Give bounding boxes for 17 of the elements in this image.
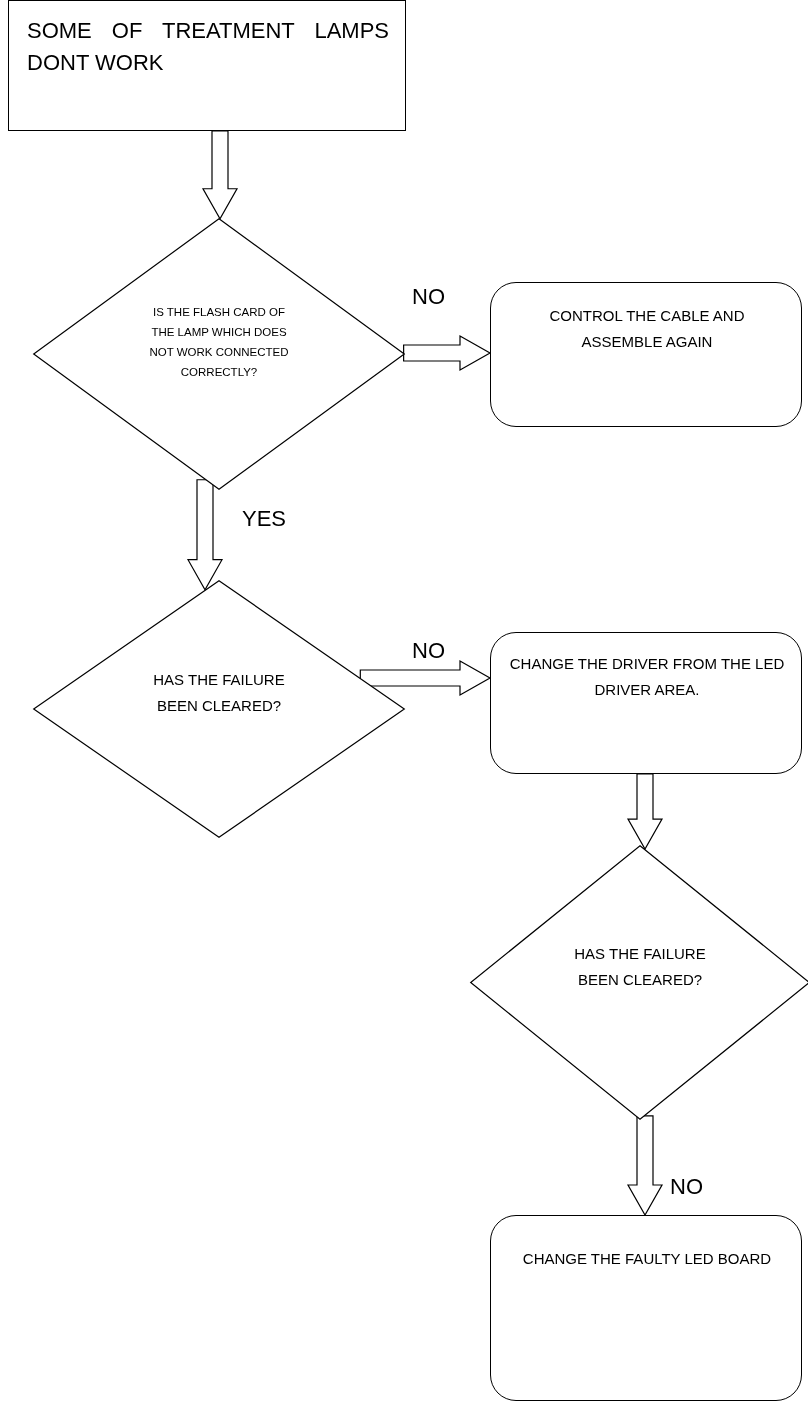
step-text: SOME OF TREATMENT LAMPS DONT WORK (27, 17, 389, 77)
step-text: CONTROL THE CABLE AND ASSEMBLE AGAIN (548, 306, 746, 353)
block-arrow (359, 659, 492, 697)
process-box (8, 0, 406, 131)
step-text: CHANGE THE FAULTY LED BOARD (521, 1249, 773, 1269)
block-arrow (201, 130, 239, 220)
block-arrow (626, 1115, 664, 1217)
step-text: CHANGE THE DRIVER FROM THE LED DRIVER AREA. (508, 654, 786, 701)
question-text: HAS THE FAILURE BEEN CLEARED? (573, 944, 707, 991)
block-arrow (626, 773, 664, 851)
block-arrow (403, 334, 492, 372)
block-arrow (186, 479, 224, 591)
question-text: IS THE FLASH CARD OF THE LAMP WHICH DOES NOT WORK CONNECTED CORRECTLY? (149, 305, 289, 381)
process-box (490, 632, 802, 774)
process-box (490, 1215, 802, 1401)
process-box (490, 282, 802, 427)
question-text: HAS THE FAILURE BEEN CLEARED? (152, 670, 286, 717)
